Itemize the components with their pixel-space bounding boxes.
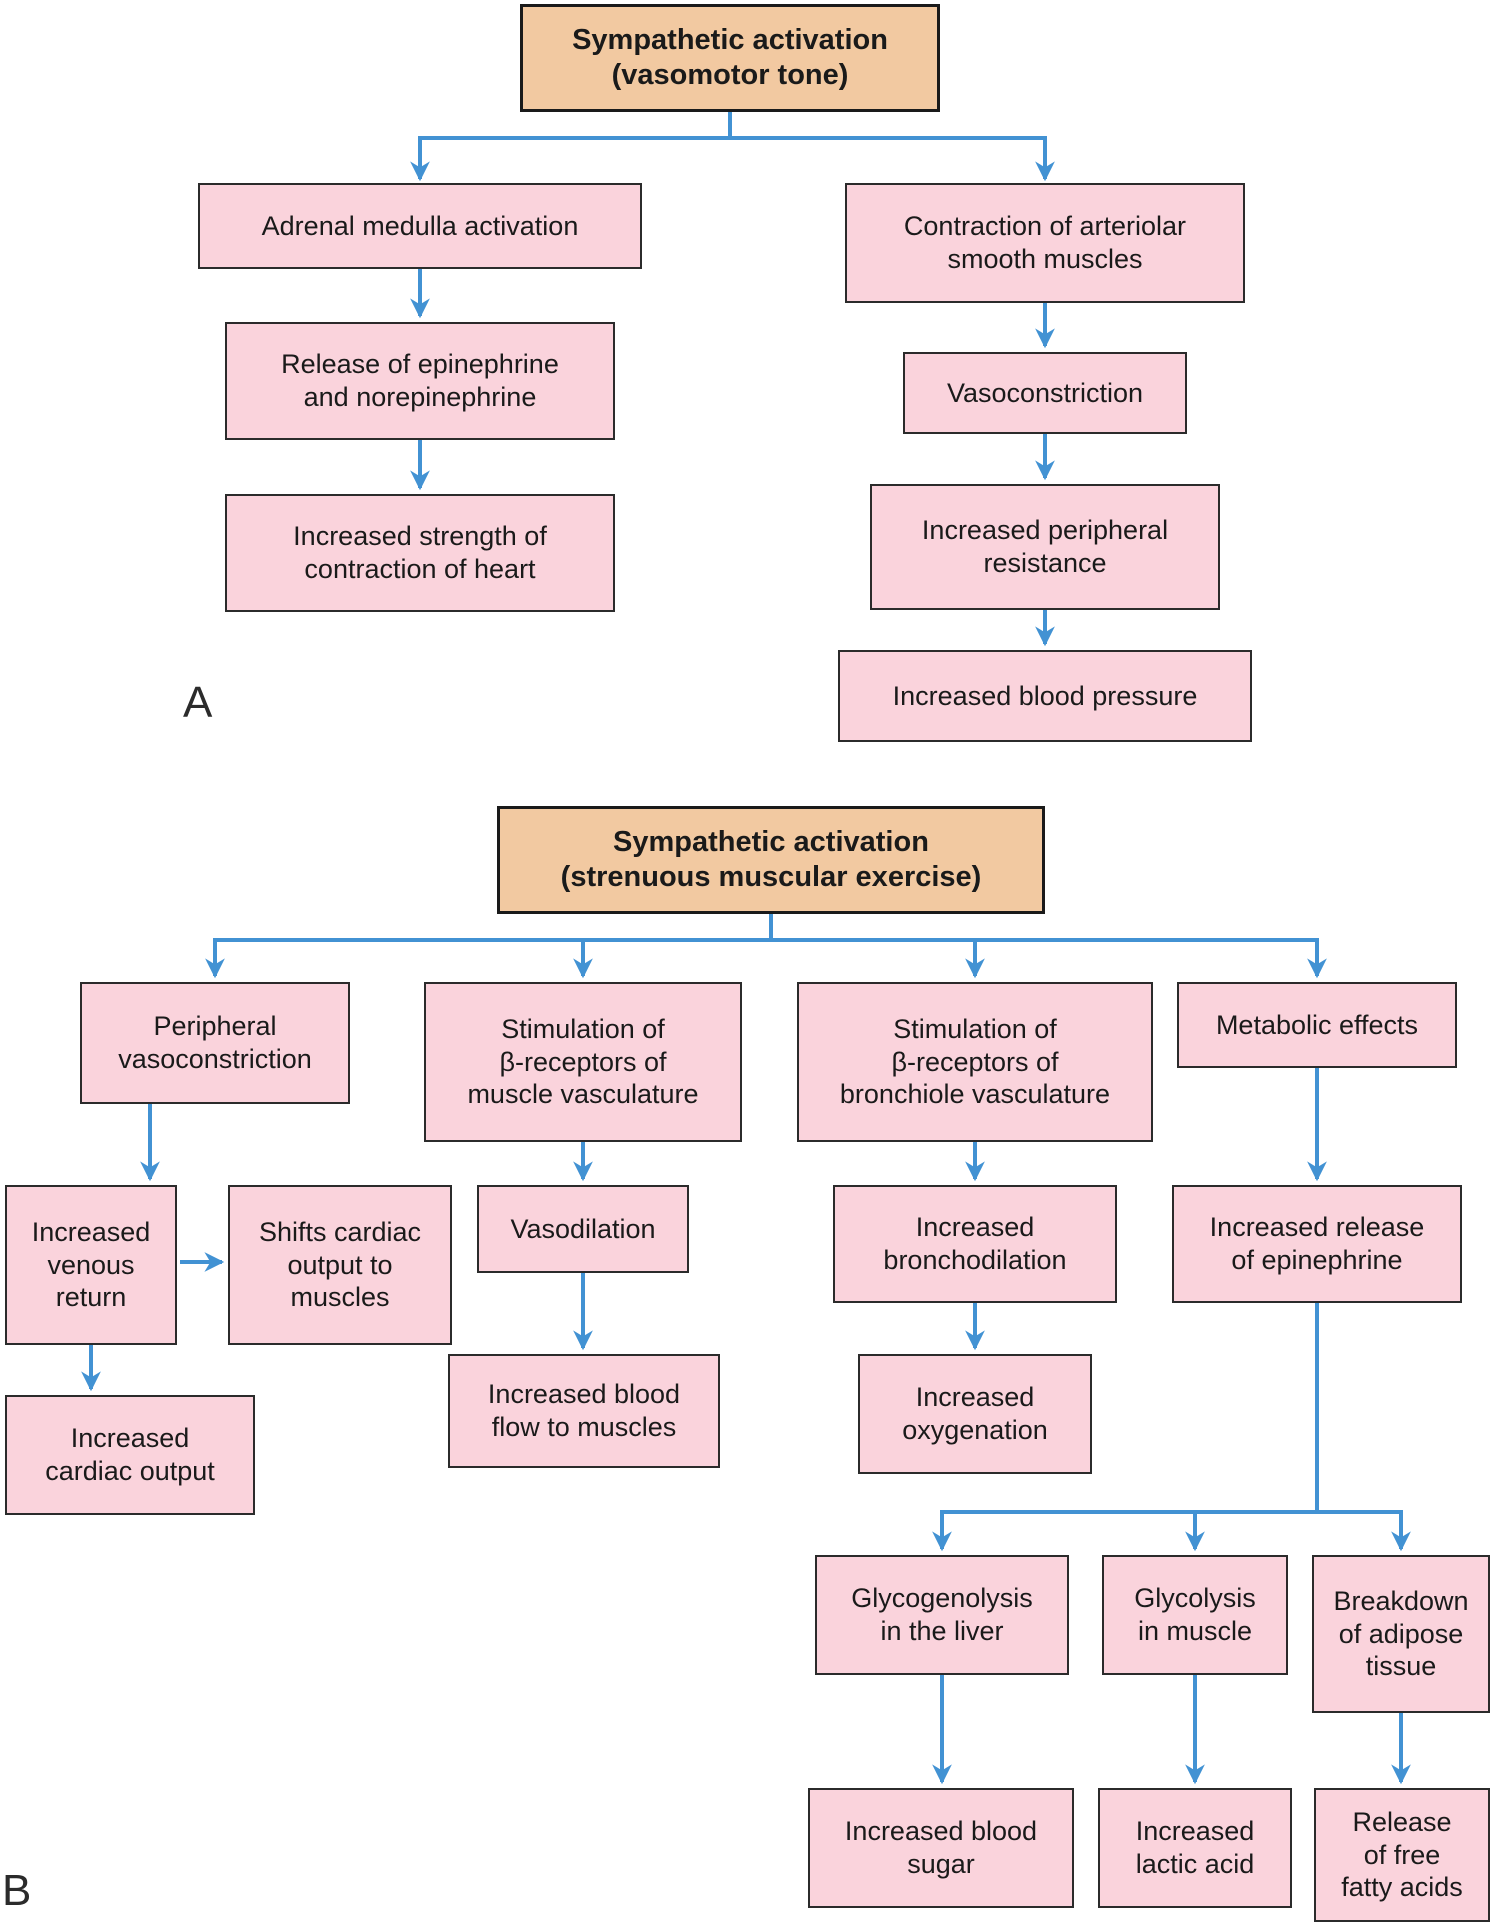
node-adrenal-medulla-activation: Adrenal medulla activation (198, 183, 642, 269)
panel-label-a: A (183, 678, 213, 727)
node-increased-blood-flow-muscles: Increased blood flow to muscles (448, 1354, 720, 1468)
node-peripheral-vasoconstriction: Peripheral vasoconstriction (80, 982, 350, 1104)
node-breakdown-adipose-tissue: Breakdown of adipose tissue (1312, 1555, 1490, 1713)
node-stimulation-beta-receptors-bronchiole: Stimulation of β-receptors of bronchiole… (797, 982, 1153, 1142)
node-sympathetic-activation-exercise: Sympathetic activation (strenuous muscul… (497, 806, 1045, 914)
node-increased-blood-sugar: Increased blood sugar (808, 1788, 1074, 1908)
node-glycogenolysis-liver: Glycogenolysis in the liver (815, 1555, 1069, 1675)
connector-a-header-split (420, 112, 1045, 140)
node-increased-blood-pressure: Increased blood pressure (838, 650, 1252, 742)
node-metabolic-effects: Metabolic effects (1177, 982, 1457, 1068)
node-increased-bronchodilation: Increased bronchodilation (833, 1185, 1117, 1303)
node-glycolysis-muscle: Glycolysis in muscle (1102, 1555, 1288, 1675)
node-vasodilation: Vasodilation (477, 1185, 689, 1273)
node-increased-venous-return: Increased venous return (5, 1185, 177, 1345)
node-increased-oxygenation: Increased oxygenation (858, 1354, 1092, 1474)
node-increased-strength-contraction-heart: Increased strength of contraction of hea… (225, 494, 615, 612)
node-shifts-cardiac-output-muscles: Shifts cardiac output to muscles (228, 1185, 452, 1345)
node-vasoconstriction: Vasoconstriction (903, 352, 1187, 434)
node-sympathetic-activation-vasomotor: Sympathetic activation (vasomotor tone) (520, 4, 940, 112)
connector-epinephrine-split (940, 1303, 1400, 1514)
node-release-epinephrine-norepinephrine: Release of epinephrine and norepinephrin… (225, 322, 615, 440)
node-increased-lactic-acid: Increased lactic acid (1098, 1788, 1292, 1908)
node-increased-cardiac-output: Increased cardiac output (5, 1395, 255, 1515)
connector-b-header-split (215, 914, 1317, 942)
node-increased-peripheral-resistance: Increased peripheral resistance (870, 484, 1220, 610)
node-increased-release-epinephrine: Increased release of epinephrine (1172, 1185, 1462, 1303)
node-contraction-arteriolar-smooth-muscles: Contraction of arteriolar smooth muscles (845, 183, 1245, 303)
node-stimulation-beta-receptors-muscle: Stimulation of β-receptors of muscle vas… (424, 982, 742, 1142)
node-release-free-fatty-acids: Release of free fatty acids (1314, 1788, 1490, 1922)
panel-label-b: B (2, 1866, 32, 1915)
